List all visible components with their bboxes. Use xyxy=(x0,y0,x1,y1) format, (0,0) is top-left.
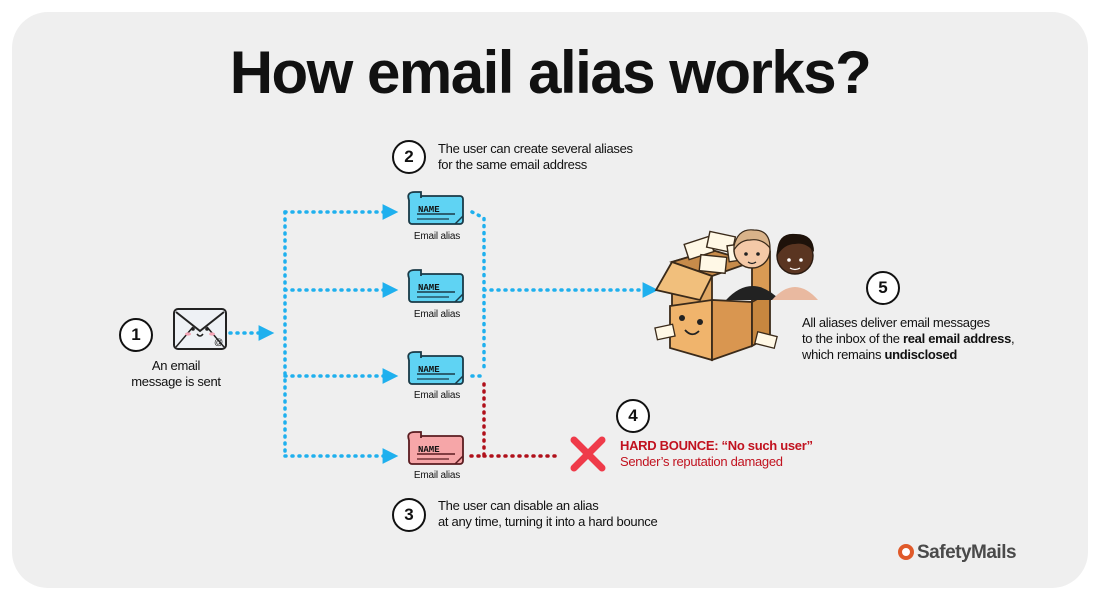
flow-line-collector xyxy=(470,210,486,372)
step-3-text: The user can disable an alias at any tim… xyxy=(438,498,658,530)
step-2-line-2: for the same email address xyxy=(438,157,587,172)
brand-name: SafetyMails xyxy=(917,542,1017,563)
alias-tag-icon-3 xyxy=(407,351,464,385)
step-5-line-1: All aliases deliver email messages xyxy=(802,315,990,330)
real-address-emphasis: real email address xyxy=(902,331,1012,346)
step-3-line-1: The user can disable an alias xyxy=(438,498,599,513)
alias-tag-label-1: NAME xyxy=(418,205,440,215)
alias-caption-2: Email alias xyxy=(413,309,461,320)
brand-logo: SafetyMails xyxy=(898,542,1017,564)
alias-caption-4: Email alias xyxy=(413,470,461,481)
reputation-warning: Sender’s reputation damaged xyxy=(620,454,783,469)
user-avatars-icon xyxy=(726,229,818,300)
step-3-line-2: at any time, turning it into a hard boun… xyxy=(438,514,658,529)
step-5-line-2: to the inbox of the real email address, xyxy=(802,331,1015,347)
background-card xyxy=(12,12,1088,588)
alias-tag-icon-2 xyxy=(407,269,464,303)
envelope-icon: @ xyxy=(173,308,227,350)
safetymails-logo-icon xyxy=(898,544,914,560)
step-1-badge: 1 xyxy=(119,318,153,352)
alias-tag-icon-4 xyxy=(407,431,464,465)
step-5-line-3: which remains undisclosed xyxy=(802,347,1014,363)
step-2-text: The user can create several aliases for … xyxy=(438,141,633,173)
step-5-line-2-pre: to the inbox of the xyxy=(802,331,903,346)
step-5-line-3-pre: which remains xyxy=(802,347,885,362)
page-title: How email alias works? xyxy=(229,39,872,106)
svg-text:@: @ xyxy=(214,337,223,347)
step-4-text: HARD BOUNCE: “No such user” Sender’s rep… xyxy=(620,438,813,470)
step-1-text: An email message is sent xyxy=(131,358,221,389)
alias-caption-1: Email alias xyxy=(413,231,461,242)
x-mark-icon xyxy=(570,436,606,472)
step-4-badge: 4 xyxy=(616,399,650,433)
undisclosed-emphasis: undisclosed xyxy=(884,347,958,362)
alias-tag-label-2: NAME xyxy=(418,283,440,293)
flow-line-disabled xyxy=(468,382,562,458)
step-5-badge: 5 xyxy=(866,271,900,305)
alias-caption-3: Email alias xyxy=(413,390,461,401)
step-5-text: All aliases deliver email messages to th… xyxy=(802,315,1015,363)
step-3-badge: 3 xyxy=(392,498,426,532)
step-2-badge: 2 xyxy=(392,140,426,174)
step-2-line-1: The user can create several aliases xyxy=(438,141,633,156)
alias-tag-icon-1 xyxy=(407,191,464,225)
alias-tag-label-4: NAME xyxy=(418,445,440,455)
step-5-line-2-post: , xyxy=(1011,331,1015,346)
hard-bounce-label: HARD BOUNCE: “No such user” xyxy=(620,438,813,453)
alias-tag-label-3: NAME xyxy=(418,365,440,375)
